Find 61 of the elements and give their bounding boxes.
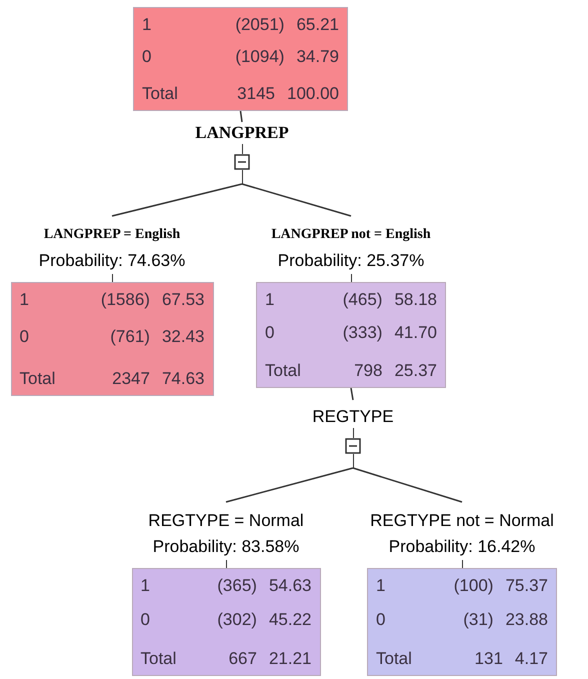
percent-value: 41.70 <box>394 322 437 344</box>
count-value: (100) <box>454 575 494 597</box>
class-label: Total <box>142 82 179 104</box>
probability-text: Probability: 25.37% <box>278 250 424 272</box>
count-value: (1094) <box>235 46 284 68</box>
count-value: (333) <box>342 322 382 344</box>
percent-value: 65.21 <box>296 14 339 36</box>
class-label: 1 <box>20 289 30 311</box>
count-value: 667 <box>228 648 257 670</box>
count-value: (365) <box>217 575 257 597</box>
split-condition: LANGPREP = English <box>44 226 180 244</box>
count-value: 131 <box>474 648 503 670</box>
percent-value: 75.37 <box>505 575 548 597</box>
class-label: 0 <box>265 322 276 344</box>
branch-line <box>240 110 243 122</box>
percent-value: 54.63 <box>268 575 312 597</box>
split-variable: LANGPREP <box>195 122 289 144</box>
percent-value: 45.22 <box>268 609 312 632</box>
class-label: 0 <box>140 609 151 632</box>
class-label: Total <box>376 648 413 670</box>
class-label: 1 <box>142 14 152 36</box>
split-variable: REGTYPE <box>312 406 394 428</box>
class-label: 0 <box>20 326 30 348</box>
count-value: 798 <box>354 360 382 382</box>
percent-value: 100.00 <box>287 82 339 104</box>
count-value: 3145 <box>237 82 275 104</box>
probability-text: Probability: 16.42% <box>388 536 536 558</box>
percent-value: 67.53 <box>162 289 204 311</box>
count-value: 2347 <box>112 368 150 390</box>
percent-value: 4.17 <box>514 648 548 670</box>
branch-line <box>226 467 354 503</box>
branch-line <box>352 467 462 503</box>
percent-value: 21.21 <box>268 648 312 670</box>
branch-line <box>112 183 242 217</box>
count-value: (1586) <box>100 289 150 311</box>
percent-value: 74.63 <box>162 368 204 390</box>
class-label: Total <box>265 360 302 382</box>
branch-line <box>242 183 352 217</box>
count-value: (761) <box>110 326 150 348</box>
class-label: 1 <box>265 289 276 311</box>
class-label: Total <box>20 368 56 390</box>
count-value: (302) <box>217 609 257 632</box>
count-value: (465) <box>342 289 382 311</box>
split-condition: REGTYPE = Normal <box>148 510 304 532</box>
class-label: Total <box>140 648 178 670</box>
branch-line <box>350 388 354 400</box>
class-label: 0 <box>142 46 152 68</box>
count-value: (31) <box>463 609 494 632</box>
percent-value: 58.18 <box>394 289 437 311</box>
percent-value: 34.79 <box>296 46 339 68</box>
class-label: 1 <box>376 575 386 597</box>
class-label: 0 <box>376 609 386 632</box>
percent-value: 32.43 <box>162 326 204 348</box>
split-condition: REGTYPE not = Normal <box>370 510 554 532</box>
percent-value: 23.88 <box>505 609 548 632</box>
class-label: 1 <box>140 575 151 597</box>
probability-text: Probability: 74.63% <box>38 250 186 272</box>
percent-value: 25.37 <box>394 360 437 382</box>
split-condition: LANGPREP not = English <box>271 226 431 244</box>
count-value: (2051) <box>235 14 284 36</box>
probability-text: Probability: 83.58% <box>152 536 300 558</box>
